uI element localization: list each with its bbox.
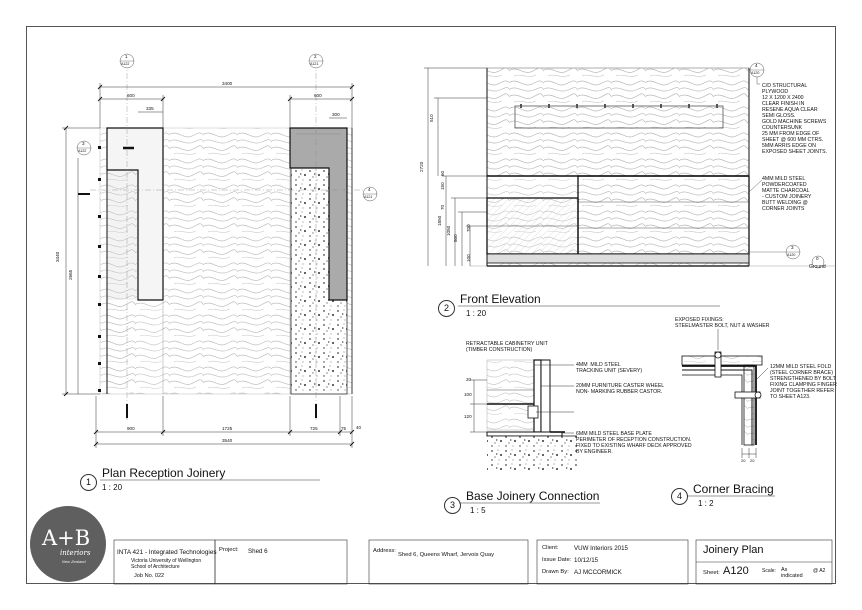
view-number-bubble: 3 [444,497,461,514]
note-fixings: EXPOSED FIXINGS: STEELMASTER BOLT, NUT &… [675,317,770,329]
dim-bottom-total: 3540 [222,438,233,443]
client-label: Client: [542,545,559,551]
view-title: Base Joinery Connection [466,489,600,503]
note-tracking: 4MM MILD STEEL TRACKING UNIT (SEVERY) [576,362,643,374]
dim-right-top: 600 [314,93,322,98]
base-dim-d1: 20 [466,377,472,382]
elev-dim-d8: 70 [440,204,445,210]
view-number: 3 [449,500,455,510]
marker-num: 4 [368,187,371,192]
scale-value: As indicated [781,567,803,579]
logo-text: A+B [42,526,91,550]
base-dim-d3: 120 [464,414,472,419]
sheet-label: Sheet: [703,570,720,576]
job-number: Job No. 022 [134,573,165,579]
marker-num: 4 [755,63,758,68]
dim-bottom-right: 725 [310,426,318,431]
scale-label: Scale: [762,568,776,574]
dim-inner-right: 300 [332,112,340,117]
marker-num: 2 [314,54,317,59]
view-title: Corner Bracing [693,482,774,496]
view-scale: 1 : 20 [102,483,123,492]
view-title: Front Elevation [460,292,541,306]
view-number-bubble: 4 [671,488,688,505]
elev-dim-d5: 700 [466,224,471,232]
school-name: School of Architecture [131,564,180,570]
marker-ref: A121 [364,195,373,199]
note-caster: 20MM FURNITURE CASTER WHEEL NON- MARKING… [576,383,665,395]
view-number-bubble: 2 [438,300,455,317]
view-scale: 1 : 20 [466,309,487,318]
course-name: INTA 421 - Integrated Technologies [117,549,217,556]
marker-num: 3 [82,141,85,146]
corner-bracing [681,329,769,458]
university-name: Victoria University of Wellington [131,558,202,564]
dim-bottom-mid: 1725 [222,426,233,431]
logo-sub: interiors [60,549,91,557]
drawn-value: AJ MCCORMICK [574,569,622,576]
dim-overall: 3400 [222,81,233,86]
drawn-label: Drawn By: [542,569,569,575]
plan-reception-joinery [62,53,378,448]
drawing-sheet-border [26,26,836,584]
note-fold: 12MM MILD STEEL FOLD (STEEL CORNER BRACE… [770,364,837,400]
front-elevation [424,62,835,269]
note-plywood: C/D STRUCTURAL PLYWOOD 12 X 1200 X 2400 … [762,83,828,155]
elev-dim-total: 2720 [419,161,424,172]
note-baseplate: 6MM MILD STEEL BASE PLATE PERIMETER OF R… [576,431,692,455]
dim-side-total: 3440 [55,251,60,262]
ground-marker-num: 0 [816,256,819,261]
title-block-frames [113,539,833,585]
corner-dim-d2: 20 [750,458,755,463]
base-joinery-connection [470,359,577,470]
project-value: Shed 6 [248,548,268,555]
dim-bottom-left: 900 [127,426,135,431]
logo-tag: New Zealand [62,559,86,564]
marker-ref: A122 [121,62,130,66]
sheet-number: A120 [723,565,749,577]
dim-left-top: 600 [127,93,135,98]
paper-size: @ A2 [813,568,826,574]
note-retractable: RETRACTABLE CABINETRY UNIT (TIMBER CONST… [466,341,548,353]
address-label: Address: [373,548,396,554]
marker-ref: A121 [310,62,319,66]
view-number: 4 [676,491,682,501]
view-number-bubble: 1 [80,474,97,491]
dim-side-inner: 2665 [68,269,73,280]
marker-num: 3 [791,245,794,250]
company-logo: A+B interiors New Zealand [30,506,106,582]
address-value: Shed 6, Queens Wharf, Jervois Quay [398,552,495,558]
view-number: 2 [443,303,449,313]
marker-ref: A120 [751,71,760,75]
view-scale: 1 : 5 [470,506,486,515]
project-label: Project: [219,547,239,553]
elev-dim-d7: 150 [440,182,445,190]
view-number: 1 [85,477,91,487]
marker-ref: A120 [787,253,796,257]
marker-ref: A122 [78,149,87,153]
elev-dim-d9: 60 [440,170,445,176]
elev-dim-d2: 1850 [437,215,442,226]
issue-label: Issue Date: [542,557,572,563]
dim-bottom-edge: 40 [356,425,362,430]
base-dim-d2: 100 [464,392,472,397]
issue-value: 10/12/15 [574,557,599,564]
marker-num: 1 [125,54,128,59]
corner-dim-d1: 20 [741,458,746,463]
sheet-title: Joinery Plan [703,544,764,556]
elev-dim-d1: 510 [429,114,434,122]
view-scale: 1 : 2 [698,499,714,508]
client-value: VUW Interiors 2015 [574,545,628,552]
view-title: Plan Reception Joinery [102,466,226,480]
dim-bottom-small: 75 [341,426,347,431]
elev-dim-d4: 800 [453,234,458,242]
elev-dim-d3: 1050 [446,225,451,236]
note-steel: 4MM MILD STEEL POWDERCOATED MATTE CHARCO… [762,176,812,212]
dim-inner-left: 335 [146,106,154,111]
elev-dim-d6: 100 [466,254,471,262]
ground-label: Ground [809,264,826,270]
